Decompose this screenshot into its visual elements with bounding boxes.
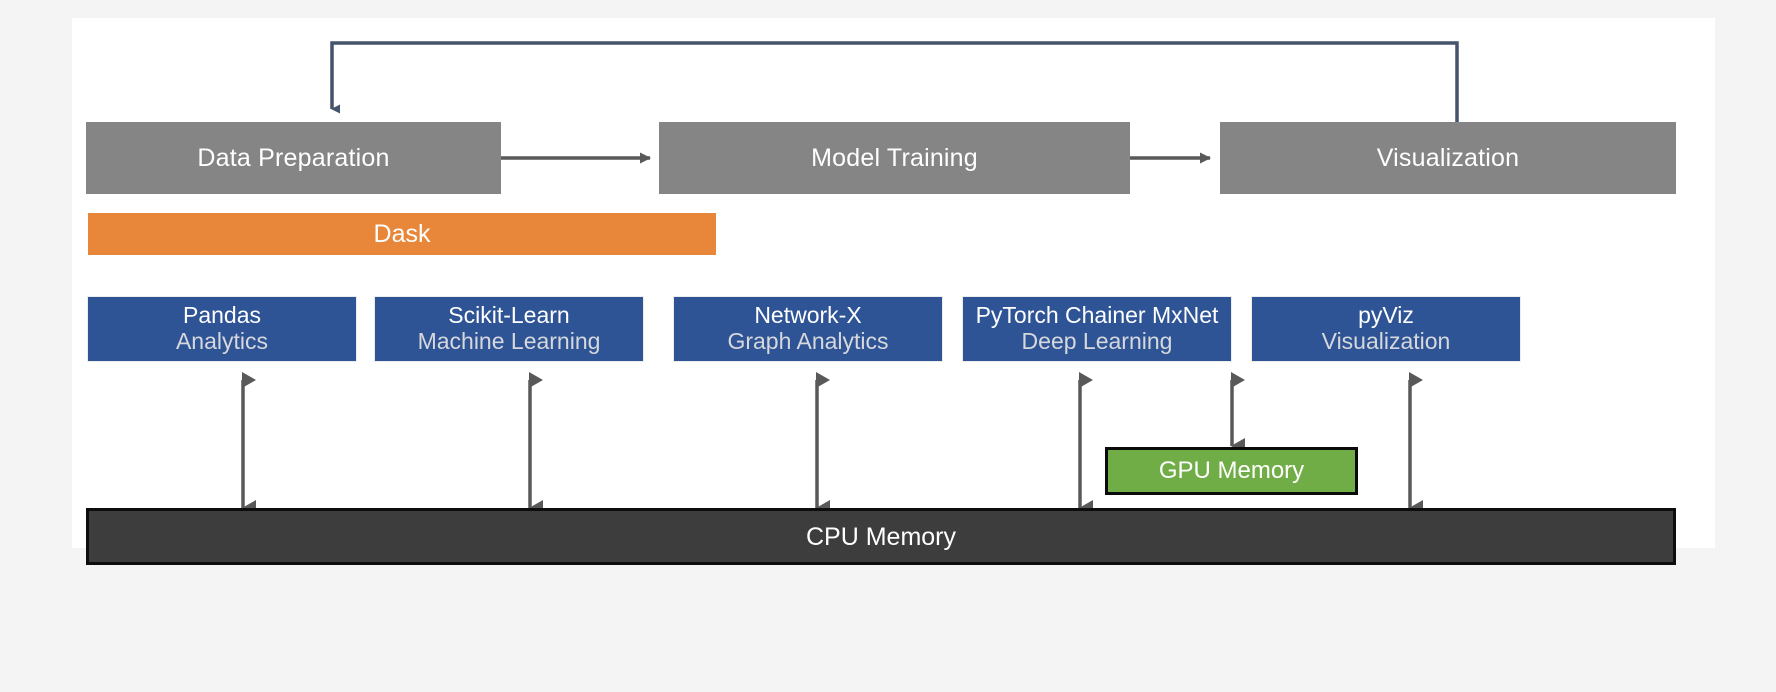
stage-label: Data Preparation — [197, 144, 390, 172]
diagram-card: Data Preparation Model Training Visualiz… — [72, 18, 1715, 565]
library-name: Pandas — [182, 302, 261, 329]
stage-box-visualization[interactable]: Visualization — [1220, 122, 1676, 194]
stage-label: Model Training — [811, 144, 978, 172]
library-box-pyviz[interactable]: pyViz Visualization — [1251, 296, 1521, 362]
cpu-memory-box[interactable]: CPU Memory — [86, 508, 1676, 565]
stage-label: Visualization — [1376, 144, 1520, 172]
library-box-pandas[interactable]: Pandas Analytics — [87, 296, 357, 362]
stage-box-model-training[interactable]: Model Training — [659, 122, 1130, 194]
gpu-memory-label: GPU Memory — [1158, 456, 1305, 484]
library-role: Graph Analytics — [727, 328, 889, 354]
dask-label: Dask — [373, 220, 431, 248]
library-box-network-x[interactable]: Network-X Graph Analytics — [673, 296, 943, 362]
stage-box-data-preparation[interactable]: Data Preparation — [86, 122, 501, 194]
gpu-memory-box[interactable]: GPU Memory — [1105, 447, 1358, 495]
cpu-memory-label: CPU Memory — [805, 522, 956, 551]
library-box-scikit-learn[interactable]: Scikit-Learn Machine Learning — [374, 296, 644, 362]
library-name: pyViz — [1358, 302, 1414, 329]
library-role: Analytics — [175, 328, 269, 354]
library-name: Network-X — [754, 302, 862, 329]
library-role: Deep Learning — [1021, 328, 1173, 354]
dask-box[interactable]: Dask — [88, 213, 716, 255]
library-name: Scikit-Learn — [448, 302, 570, 329]
library-role: Machine Learning — [417, 328, 601, 354]
library-box-deep-learning[interactable]: PyTorch Chainer MxNet Deep Learning — [962, 296, 1232, 362]
connector-layer — [241, 41, 1459, 516]
library-role: Visualization — [1321, 328, 1451, 354]
library-name: PyTorch Chainer MxNet — [975, 302, 1219, 329]
